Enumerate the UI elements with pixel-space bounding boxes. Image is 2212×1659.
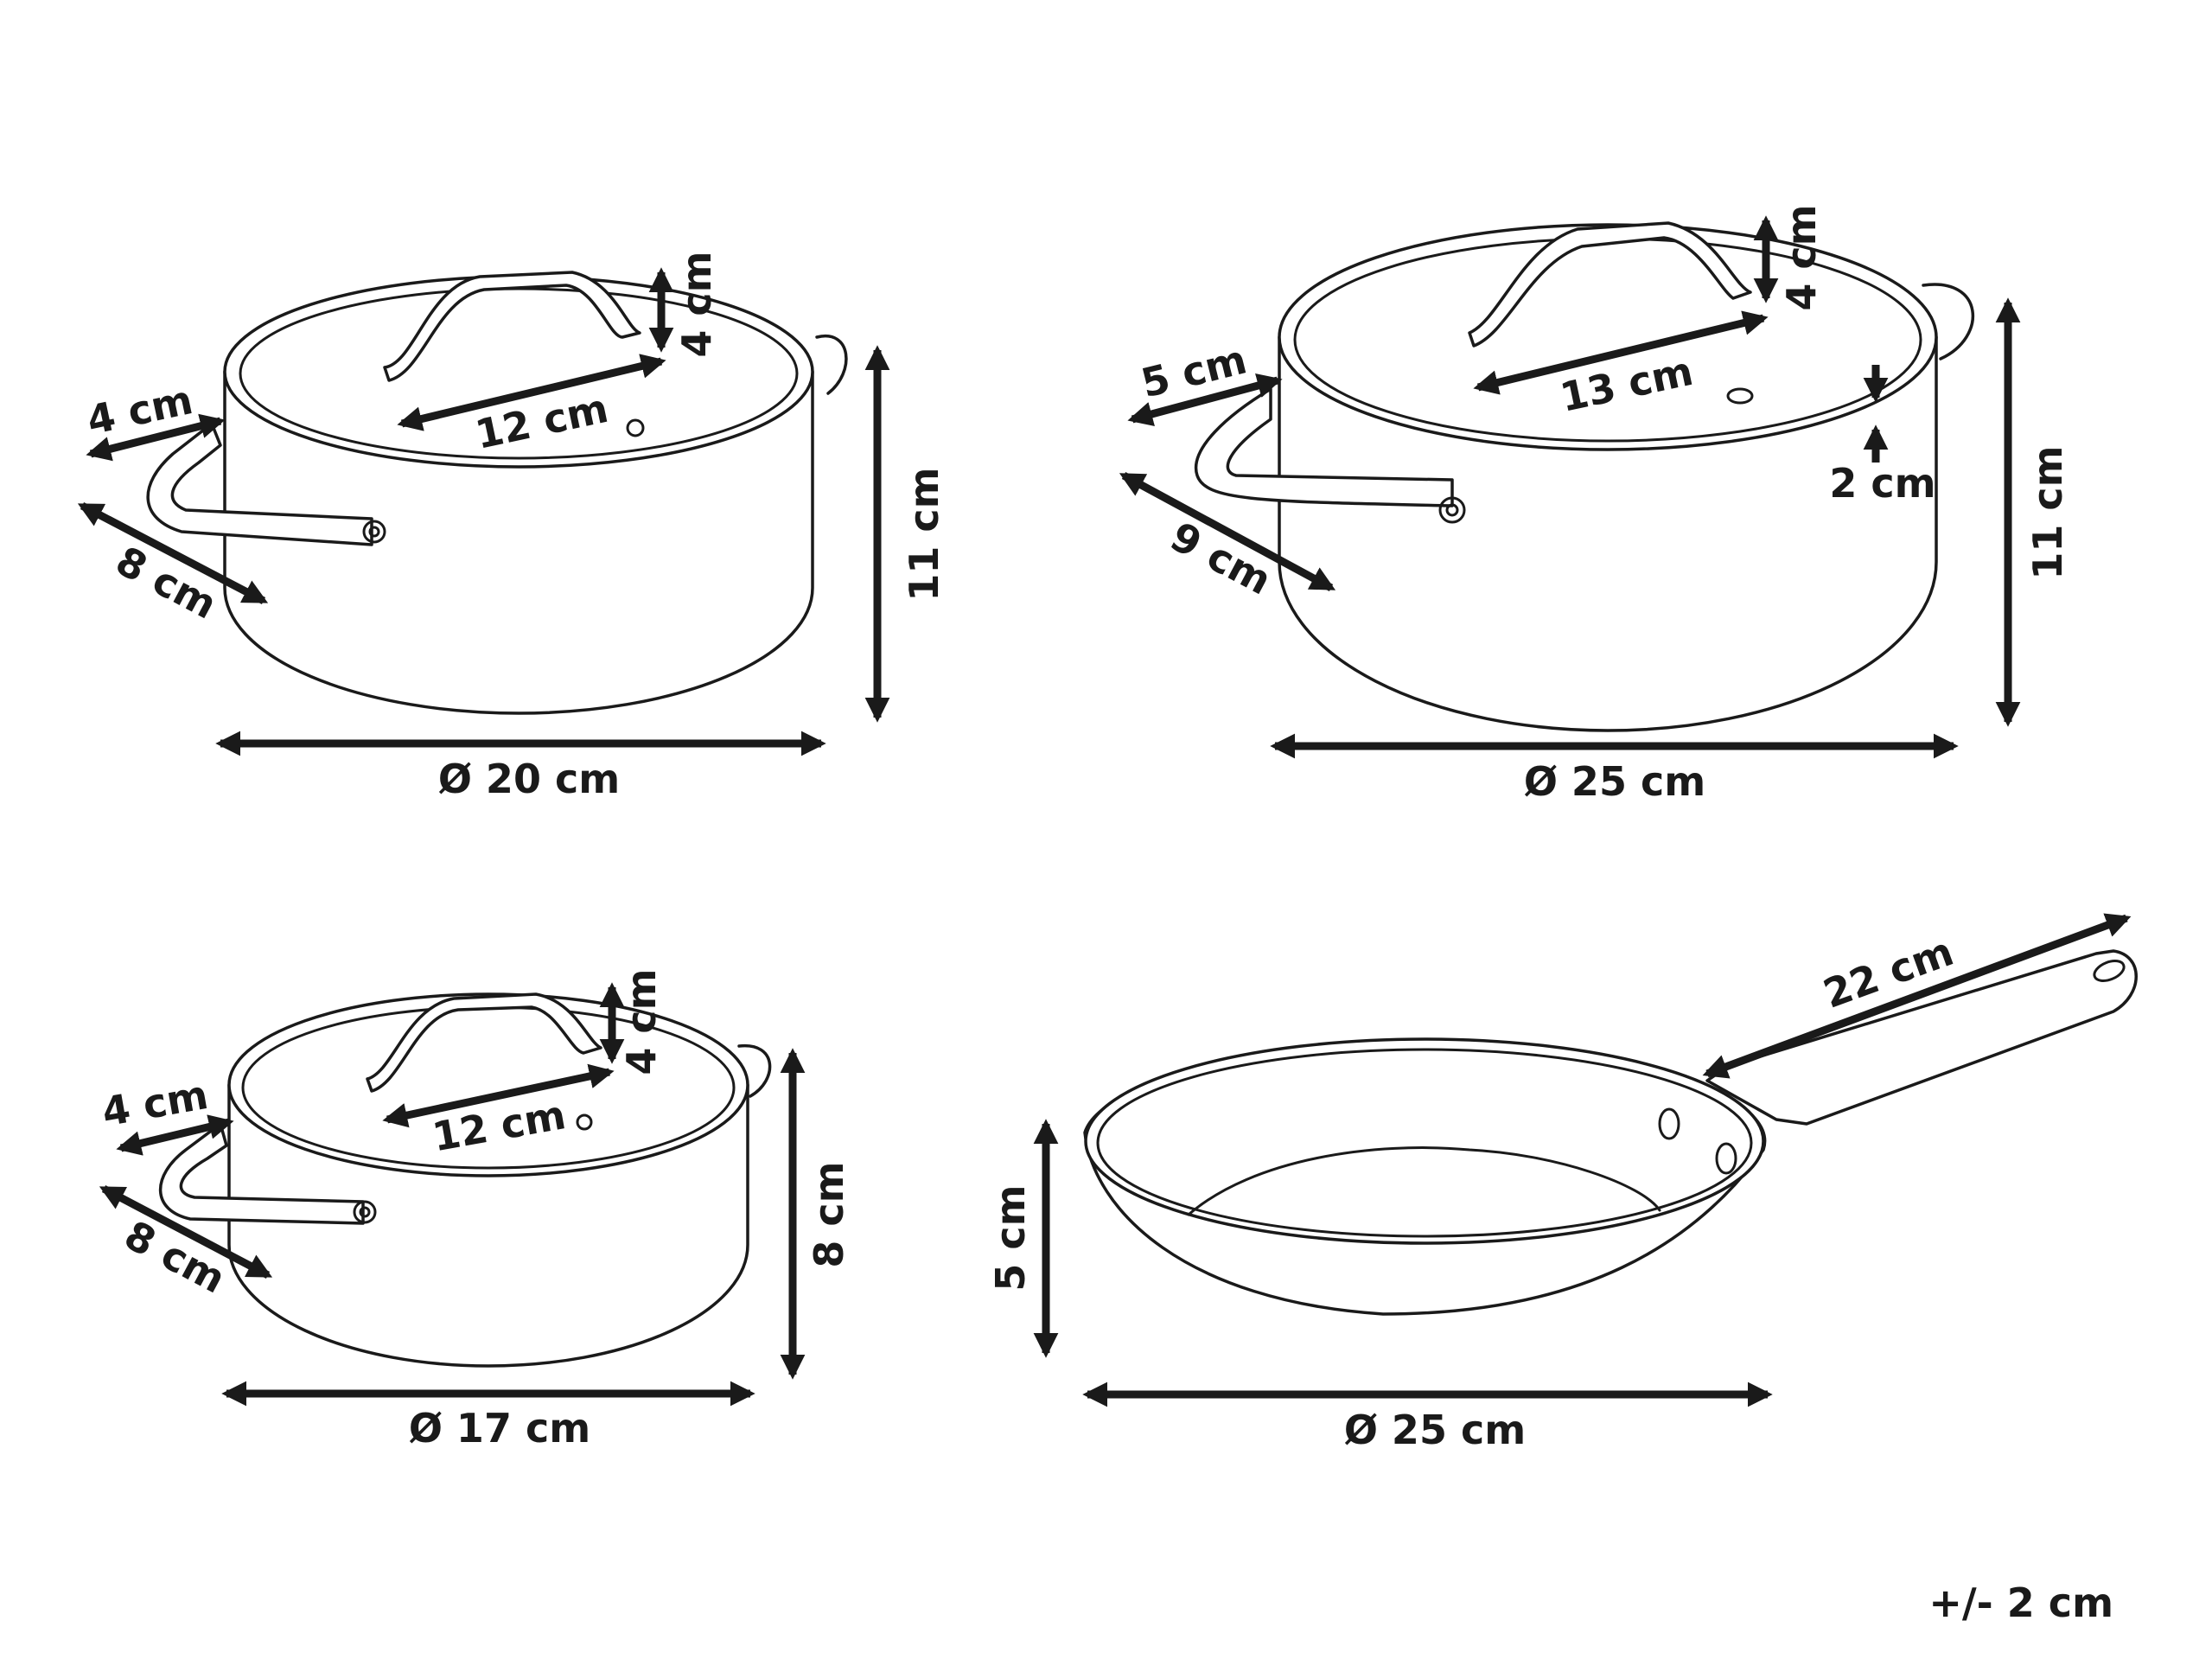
pot-large-diameter-label: Ø 25 cm	[1524, 758, 1705, 805]
frying-pan-cooking-surface	[1187, 1146, 1661, 1216]
pot-medium	[146, 271, 848, 715]
pot-large-handle-depth-label: 5 cm	[1137, 335, 1252, 406]
pot-large-rivet	[1445, 503, 1459, 517]
pot-medium-lid-knob	[383, 271, 641, 382]
pot-small-knob-height-label: 4 cm	[618, 968, 665, 1075]
pot-small-handle-depth-arrow	[116, 1114, 234, 1156]
pot-large-knob-length-arrow	[1473, 310, 1769, 395]
frying-pan-rim	[1084, 1037, 1765, 1245]
frying-pan-handle-length-arrow	[1702, 913, 2132, 1079]
pot-large-lid-rim-label: 2 cm	[1829, 460, 1935, 507]
frying-pan-height-label: 5 cm	[987, 1184, 1034, 1291]
pot-small-rivet	[353, 1200, 377, 1224]
pot-small-diameter-label: Ø 17 cm	[409, 1405, 590, 1452]
pot-large-handle-width-arrow	[1119, 472, 1336, 591]
pot-medium-body	[223, 370, 814, 715]
frying-pan-rivet	[1715, 1142, 1737, 1175]
pot-small-rivet	[359, 1206, 371, 1218]
pot-medium-height-label: 11 cm	[901, 467, 947, 601]
pot-medium-right-handle	[815, 334, 848, 395]
pot-small-knob-length-arrow	[382, 1063, 615, 1128]
pot-large-lid	[1278, 223, 1938, 451]
pot-small-handle-width-arrow	[99, 1185, 273, 1279]
pot-medium-diameter-label: Ø 20 cm	[438, 756, 620, 802]
pot-medium-handle-depth-arrow	[86, 413, 226, 462]
frying-pan-diameter-label: Ø 25 cm	[1344, 1407, 1526, 1453]
pot-medium-knob-length-arrow	[397, 354, 666, 431]
pot-medium-rivet	[368, 526, 380, 538]
pot-small-handle-depth-label: 4 cm	[99, 1071, 212, 1136]
pot-large-height-label: 11 cm	[2024, 445, 2071, 579]
pot-large-right-handle	[1922, 283, 1975, 361]
frying-pan	[1083, 949, 2138, 1316]
frying-pan-rivet	[1658, 1107, 1680, 1140]
pot-small	[158, 992, 772, 1368]
pot-large-lid-knob	[1468, 221, 1752, 348]
pot-small-height-label: 8 cm	[806, 1161, 852, 1267]
pot-medium-handle-width-arrow	[77, 502, 269, 604]
pot-medium-knob-height-label: 4 cm	[673, 251, 720, 357]
pot-medium-rivet	[362, 520, 386, 544]
pot-large-rivet	[1438, 496, 1466, 524]
pot-large-knob-height-label: 4 cm	[1778, 204, 1825, 310]
frying-pan-rim-inner	[1096, 1048, 1753, 1238]
tolerance-note: +/- 2 cm	[1928, 1579, 2113, 1626]
pot-large-handle-depth-arrow	[1127, 373, 1283, 426]
pot-small-right-handle	[737, 1043, 772, 1098]
